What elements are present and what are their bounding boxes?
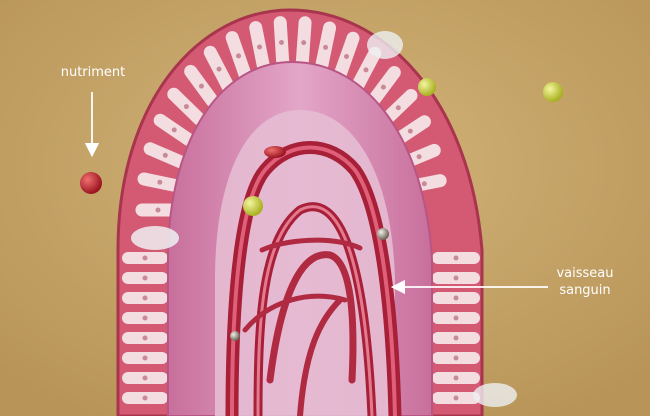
- cell-nucleus: [143, 396, 148, 401]
- cell-nucleus: [323, 45, 328, 50]
- cell-nucleus: [301, 40, 306, 45]
- cell-nucleus: [408, 129, 413, 134]
- nutriment-red-particle-inside: [264, 146, 286, 158]
- cell-nucleus: [163, 153, 168, 158]
- cell-nucleus: [344, 54, 349, 59]
- cell-nucleus: [143, 376, 148, 381]
- cell-nucleus: [143, 276, 148, 281]
- cell-nucleus: [381, 85, 386, 90]
- cell-nucleus: [454, 376, 459, 381]
- cell-nucleus: [199, 84, 204, 89]
- cell-nucleus: [143, 256, 148, 261]
- cell-nucleus: [257, 44, 262, 49]
- cell-nucleus: [143, 336, 148, 341]
- nutriment-yellow-particle: [543, 82, 563, 102]
- cell-nucleus: [454, 296, 459, 301]
- cell-nucleus: [143, 356, 148, 361]
- cell-nucleus: [156, 208, 161, 213]
- cell-nucleus: [172, 127, 177, 132]
- nutriment-grey-particle-small: [230, 331, 240, 341]
- cell-nucleus: [454, 356, 459, 361]
- cell-nucleus: [454, 276, 459, 281]
- cell-gap-left: [131, 226, 179, 250]
- nutriment-yellow-particle-core: [243, 196, 263, 216]
- cell-nucleus: [363, 67, 368, 72]
- cell-nucleus: [279, 40, 284, 45]
- cell-nucleus: [454, 316, 459, 321]
- cell-nucleus: [454, 336, 459, 341]
- cell-nucleus: [143, 316, 148, 321]
- cell-nucleus: [454, 396, 459, 401]
- nutriment-yellow-particle-epithelium: [418, 78, 436, 96]
- cell-nucleus: [396, 105, 401, 110]
- vaisseau-label-line2: sanguin: [540, 282, 630, 299]
- nutriment-label: nutriment: [48, 64, 138, 81]
- cell-nucleus: [184, 104, 189, 109]
- cell-nucleus: [454, 256, 459, 261]
- cell-gap-bottom: [473, 383, 517, 407]
- vaisseau-label-line1: vaisseau: [540, 265, 630, 282]
- cell-nucleus: [157, 180, 162, 185]
- cell-nucleus: [417, 154, 422, 159]
- cell-nucleus: [143, 296, 148, 301]
- nutriment-red-particle: [80, 172, 102, 194]
- vaisseau-sanguin-label: vaisseau sanguin: [540, 265, 630, 299]
- cell-nucleus: [236, 53, 241, 58]
- cell-nucleus: [217, 67, 222, 72]
- cell-gap-top: [367, 31, 403, 59]
- nutriment-grey-particle: [377, 228, 389, 240]
- cell-nucleus: [422, 181, 427, 186]
